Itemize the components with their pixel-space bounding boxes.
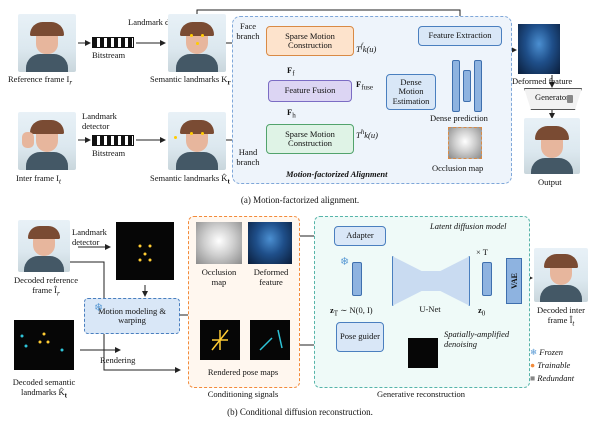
t-face-label: Tfk(u)	[356, 42, 377, 54]
dense-motion-box: Dense Motion Estimation	[386, 74, 436, 110]
frozen-icon-2: ❄	[340, 256, 350, 268]
times-t-label: × T	[476, 247, 488, 257]
occlusion-map-label: Occlusion map	[432, 163, 484, 173]
semantic-landmarks-kr-label: Semantic landmarks Kr	[150, 74, 231, 87]
inter-frame-image	[18, 112, 76, 170]
dense-prediction-label: Dense prediction	[430, 113, 488, 123]
legend-redundant: ■ Redundant	[530, 373, 575, 383]
reference-frame-image	[18, 14, 76, 72]
pose-guider-output	[408, 338, 438, 368]
conditioning-signals-label: Conditioning signals	[207, 389, 279, 399]
dense-prediction-bar-2	[463, 70, 471, 102]
generator-label: Generator	[535, 92, 569, 102]
occlusion-map-bottom-label: Occlusion map	[201, 267, 237, 287]
panel-title: Motion-factorized Alignment	[286, 169, 388, 179]
decoded-reference-frame-image	[18, 220, 70, 272]
rendered-pose-map-2-overlay	[259, 329, 283, 351]
output-label: Output	[538, 177, 562, 187]
face-branch-label: Face branch	[236, 21, 260, 41]
latent-diffusion-label: Latent diffusion model	[430, 221, 507, 231]
bitstream-icon-2	[92, 135, 134, 146]
frozen-icon: ❄	[94, 302, 104, 314]
z-0-label: z0	[478, 305, 486, 318]
bitstream-label: Bitstream	[92, 50, 126, 60]
hand-branch-label: Hand branch	[236, 147, 260, 167]
caption-b: (b) Conditional diffusion reconstruction…	[227, 407, 373, 417]
deformed-feature-image	[518, 24, 560, 74]
landmark-detector-label-2: Landmark detector	[82, 111, 117, 131]
pose-guider-box: Pose guider	[336, 322, 384, 352]
trash-icon	[567, 95, 573, 103]
semantic-landmarks-kr-image	[168, 14, 226, 72]
f-fuse-label: Ffuse	[356, 79, 373, 92]
landmark-detector-label: Landmark detector	[128, 17, 193, 27]
rendered-pose-map-1-overlay	[211, 329, 229, 351]
unet-input-bar	[352, 262, 362, 296]
sparse-motion-bottom-box: Sparse Motion Construction	[266, 124, 354, 154]
feature-fusion-box: Feature Fusion	[268, 80, 352, 102]
f-h-label: Fh	[287, 107, 296, 120]
semantic-landmarks-kt-label: Semantic landmarks K̂t	[150, 173, 230, 186]
z0-bar	[482, 262, 492, 296]
bitstream-label-2: Bitstream	[92, 148, 126, 158]
dense-prediction-bar-1	[452, 60, 460, 112]
caption-a: (a) Motion-factorized alignment.	[240, 195, 360, 205]
decoded-landmarks-label: Decoded semantic landmarks K̂t	[12, 377, 76, 400]
motion-warping-box: Motion modeling & warping	[84, 298, 180, 334]
semantic-landmarks-kt-image	[168, 112, 226, 170]
decoded-inter-frame-label: Decoded inter frame Ît	[537, 305, 585, 328]
landmark-points-image	[116, 222, 174, 280]
bitstream-icon	[92, 37, 134, 48]
adapter-box: Adapter	[334, 226, 386, 246]
unet-label: U-Net	[419, 304, 441, 314]
decoded-landmarks-image	[14, 320, 74, 370]
output-image	[524, 118, 580, 174]
vae-block: VAE	[506, 258, 522, 304]
decoded-landmarks-overlay	[20, 332, 64, 352]
reference-frame-label: Reference frame Ir	[8, 74, 73, 87]
inter-frame-label: Inter frame It	[16, 173, 61, 186]
rendering-label: Rendering	[100, 355, 136, 365]
decoded-reference-frame-label: Decoded reference frame Îr	[14, 275, 78, 298]
deformed-feature-bottom-image	[248, 222, 292, 264]
legend-trainable: ● Trainable	[530, 360, 571, 370]
f-f-label: Ff	[287, 65, 295, 78]
dense-prediction-bar-3	[474, 60, 482, 112]
landmark-detector-bottom-label: Landmark detector	[72, 227, 107, 247]
occlusion-map-image	[448, 127, 482, 159]
sparse-motion-top-box: Sparse Motion Construction	[266, 26, 354, 56]
occlusion-map-bottom-image	[196, 222, 242, 264]
decoded-inter-frame-image	[534, 248, 588, 302]
landmark-points-overlay	[138, 244, 152, 262]
deformed-feature-bottom-label: Deformed feature	[253, 267, 289, 287]
legend-frozen: ❄ Frozen	[530, 347, 564, 357]
feature-extraction-box: Feature Extraction	[418, 26, 502, 46]
rendered-pose-maps-label: Rendered pose maps	[207, 367, 279, 377]
t-hand-label: Thk(u)	[356, 128, 378, 140]
deformed-feature-label: Deformed feature	[512, 76, 573, 86]
spatially-amplified-label: Spatially-amplified denoising	[444, 329, 510, 349]
z-t-label: zT ∼ N(0, I)	[330, 305, 373, 318]
generative-reconstruction-label: Generative reconstruction	[376, 389, 466, 399]
